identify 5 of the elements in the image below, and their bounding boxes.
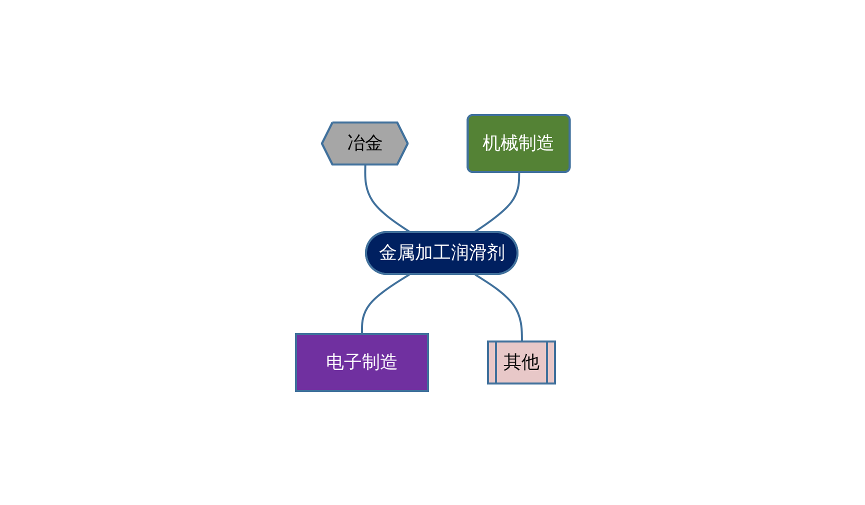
connector (364, 164, 411, 233)
connector (474, 273, 523, 342)
node-box: 电子制造 (294, 332, 429, 392)
connector (473, 172, 520, 233)
connector (360, 273, 410, 334)
